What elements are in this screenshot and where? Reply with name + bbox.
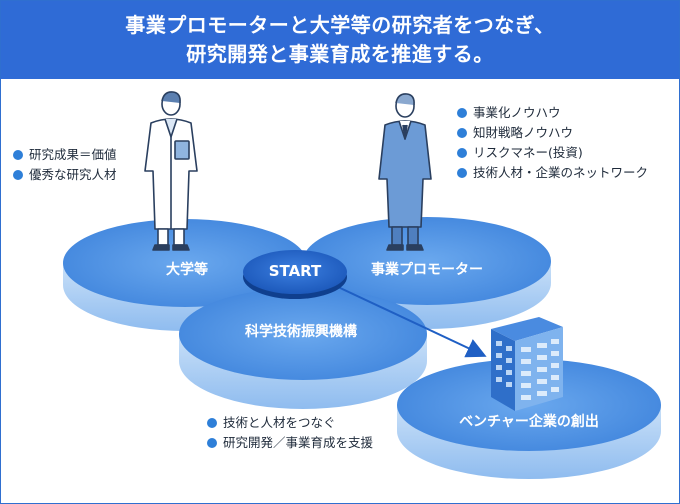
building-icon bbox=[491, 317, 563, 411]
header-title-line1: 事業プロモーターと大学等の研究者をつなぎ、 bbox=[125, 13, 555, 37]
list-item: 研究開発／事業育成を支援 bbox=[207, 433, 373, 453]
bullet-icon bbox=[457, 108, 467, 118]
bullet-icon bbox=[207, 438, 217, 448]
list-item: 技術と人材をつなぐ bbox=[207, 413, 373, 433]
bullet-icon bbox=[457, 128, 467, 138]
list-item: 知財戦略ノウハウ bbox=[457, 123, 648, 143]
businessman-icon bbox=[378, 93, 432, 251]
list-item: リスクマネー(投資) bbox=[457, 143, 648, 163]
platform-jst bbox=[179, 288, 427, 409]
university-label: 大学等 bbox=[166, 262, 208, 278]
list-item: 事業化ノウハウ bbox=[457, 103, 648, 123]
bullet-icon bbox=[207, 418, 217, 428]
arrow-icon bbox=[320, 278, 487, 358]
header-banner: 事業プロモーターと大学等の研究者をつなぎ、 研究開発と事業育成を推進する。 bbox=[1, 1, 679, 79]
start-disc bbox=[243, 250, 347, 299]
diagram-canvas bbox=[63, 91, 661, 479]
bullet-icon bbox=[13, 150, 23, 160]
researcher-icon bbox=[144, 91, 198, 251]
list-item: 優秀な研究人材 bbox=[13, 165, 117, 185]
bullet-icon bbox=[457, 168, 467, 178]
start-label: START bbox=[268, 262, 322, 280]
jst-label: 科学技術振興機構 bbox=[245, 324, 357, 340]
jst-points: 技術と人材をつなぐ 研究開発／事業育成を支援 bbox=[207, 413, 373, 453]
university-points: 研究成果＝価値 優秀な研究人材 bbox=[13, 145, 117, 185]
venture-label: ベンチャー企業の創出 bbox=[459, 414, 599, 430]
header-title-line2: 研究開発と事業育成を推進する。 bbox=[186, 42, 494, 66]
promoter-points: 事業化ノウハウ 知財戦略ノウハウ リスクマネー(投資) 技術人材・企業のネットワ… bbox=[457, 103, 648, 183]
list-item: 技術人材・企業のネットワーク bbox=[457, 163, 648, 183]
list-item: 研究成果＝価値 bbox=[13, 145, 117, 165]
bullet-icon bbox=[457, 148, 467, 158]
diagram-scene: 大学等 事業プロモーター START 科学技術振興機構 ベンチャー企業の創出 研… bbox=[1, 79, 679, 503]
promoter-label: 事業プロモーター bbox=[371, 262, 483, 278]
bullet-icon bbox=[13, 170, 23, 180]
